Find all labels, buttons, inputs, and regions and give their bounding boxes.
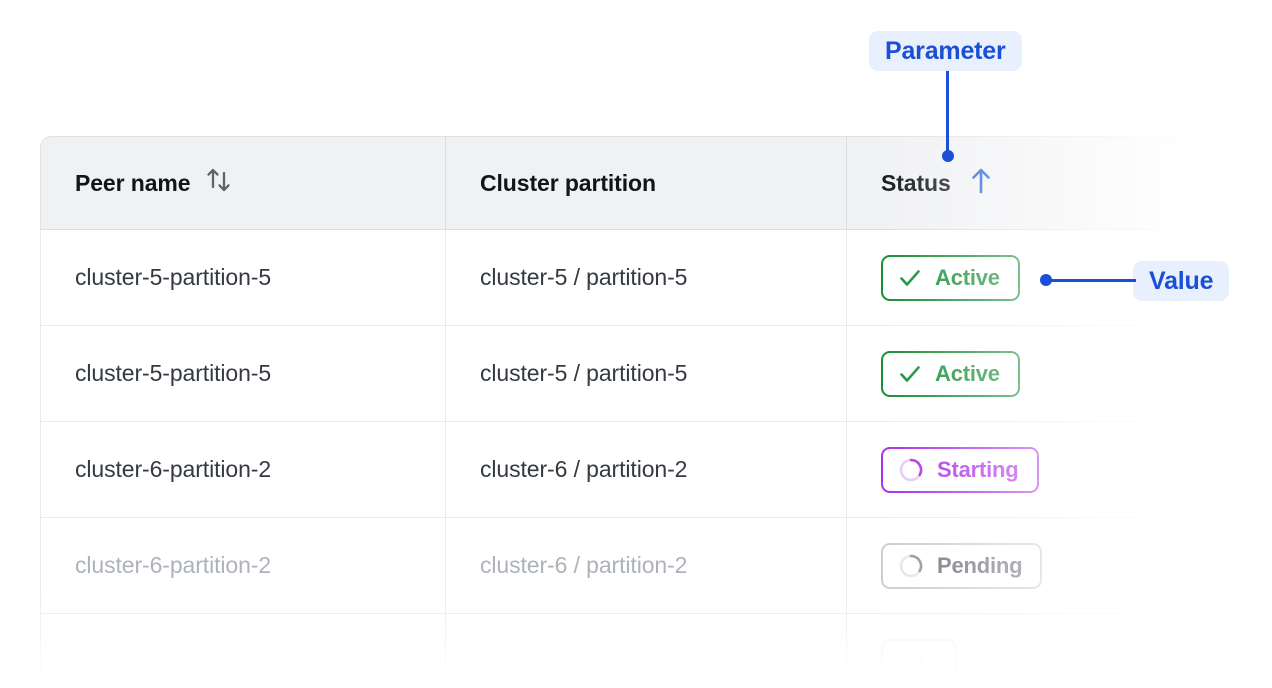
status-badge-active[interactable]: Active bbox=[881, 254, 1020, 301]
table-body: cluster-5-partition-5 cluster-5 / partit… bbox=[40, 230, 1232, 688]
status-badge-active[interactable]: Active bbox=[881, 350, 1020, 397]
cell-peer-name: cluster-6-partition-2 bbox=[40, 518, 445, 614]
annotation-dot-value bbox=[1040, 274, 1052, 286]
spinner-icon bbox=[897, 552, 925, 580]
cell-status: Pending bbox=[846, 518, 1232, 614]
cell-cluster-partition: cluster-5 / partition-5 bbox=[445, 230, 846, 326]
status-badge-placeholder[interactable] bbox=[881, 638, 957, 685]
status-badge-label: Active bbox=[935, 264, 1000, 290]
cell-cluster-partition: cluster-6 / partition-2 bbox=[445, 518, 846, 614]
cell-cluster-partition bbox=[445, 614, 846, 688]
column-header-peer-name-label: Peer name bbox=[75, 169, 191, 196]
column-header-status-label: Status bbox=[881, 169, 951, 196]
annotation-label-parameter: Parameter bbox=[869, 31, 1022, 71]
status-badge-starting[interactable]: Starting bbox=[881, 446, 1039, 493]
status-badge-pending[interactable]: Pending bbox=[881, 542, 1043, 589]
column-header-peer-name[interactable]: Peer name bbox=[40, 136, 445, 230]
spinner-icon bbox=[897, 648, 925, 676]
table-row[interactable]: cluster-5-partition-5 cluster-5 / partit… bbox=[40, 326, 1232, 422]
status-badge-label: Pending bbox=[937, 552, 1023, 578]
cell-cluster-partition: cluster-6 / partition-2 bbox=[445, 422, 846, 518]
status-badge-label: Starting bbox=[937, 456, 1019, 482]
sort-both-icon[interactable] bbox=[206, 165, 232, 201]
table-row[interactable] bbox=[40, 614, 1232, 688]
table-header-row: Peer name Clu bbox=[40, 136, 1232, 230]
cell-status: Active bbox=[846, 326, 1232, 422]
table-row[interactable]: cluster-6-partition-2 cluster-6 / partit… bbox=[40, 422, 1232, 518]
cell-peer-name: cluster-5-partition-5 bbox=[40, 230, 445, 326]
spinner-icon bbox=[897, 456, 925, 484]
peers-table-fade-mask: Peer name Clu bbox=[40, 136, 1232, 688]
table-header: Peer name Clu bbox=[40, 136, 1232, 230]
column-header-cluster-partition[interactable]: Cluster partition bbox=[445, 136, 846, 230]
peers-table: Peer name Clu bbox=[40, 136, 1232, 688]
table-row[interactable]: cluster-6-partition-2 cluster-6 / partit… bbox=[40, 518, 1232, 614]
check-icon bbox=[897, 361, 923, 387]
arrow-up-icon[interactable] bbox=[967, 164, 995, 202]
cell-status bbox=[846, 614, 1232, 688]
cell-cluster-partition: cluster-5 / partition-5 bbox=[445, 326, 846, 422]
cell-status: Starting bbox=[846, 422, 1232, 518]
annotation-dot-parameter bbox=[942, 150, 954, 162]
check-icon bbox=[897, 265, 923, 291]
cell-peer-name: cluster-6-partition-2 bbox=[40, 422, 445, 518]
cell-peer-name bbox=[40, 614, 445, 688]
cell-peer-name: cluster-5-partition-5 bbox=[40, 326, 445, 422]
annotation-leader-line-value bbox=[1046, 279, 1136, 282]
status-badge-label: Active bbox=[935, 360, 1000, 386]
peers-table-container: Peer name Clu bbox=[40, 136, 1232, 688]
table-row[interactable]: cluster-5-partition-5 cluster-5 / partit… bbox=[40, 230, 1232, 326]
column-header-cluster-partition-label: Cluster partition bbox=[480, 169, 656, 196]
column-header-status[interactable]: Status bbox=[846, 136, 1232, 230]
annotation-label-value: Value bbox=[1133, 261, 1230, 301]
annotation-leader-line-parameter bbox=[946, 71, 949, 156]
